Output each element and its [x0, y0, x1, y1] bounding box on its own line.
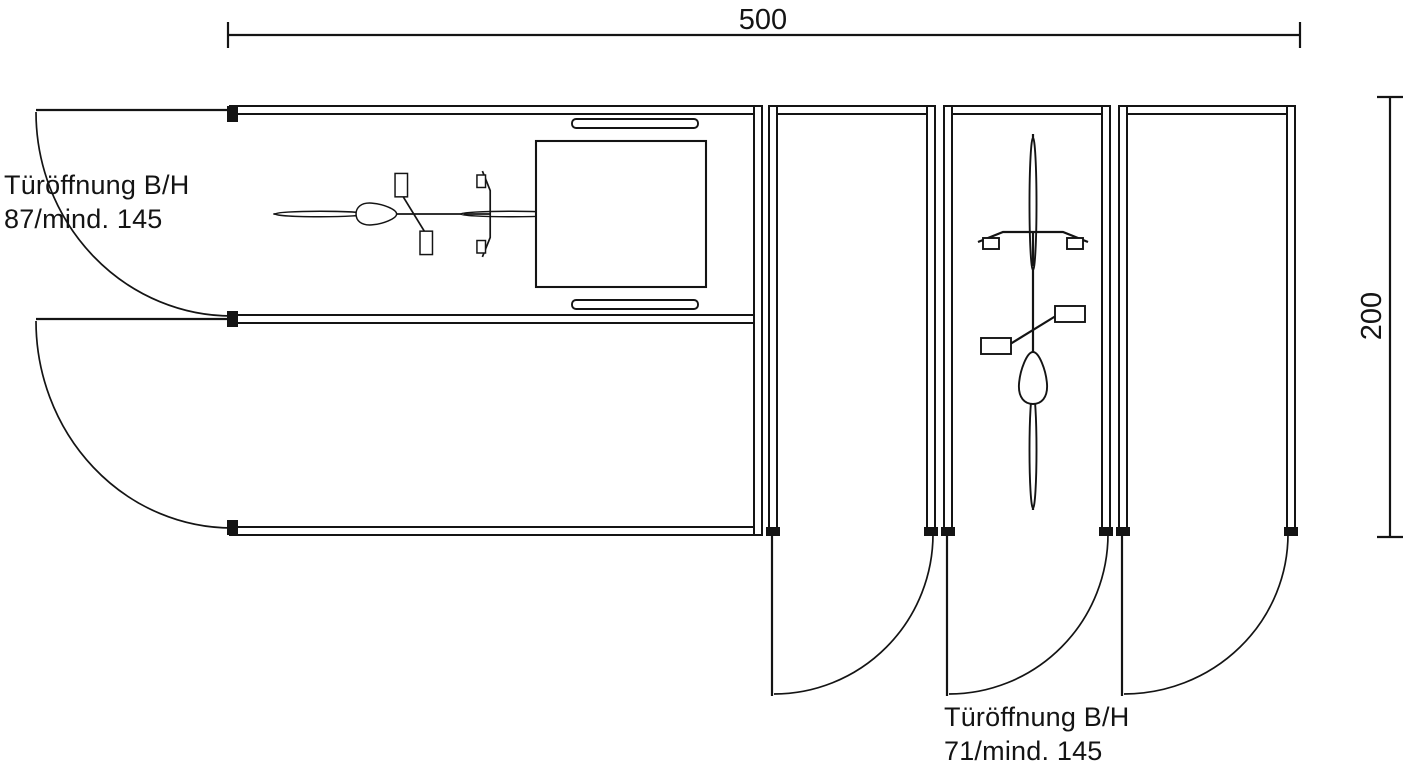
bike-trailer-icon — [534, 118, 708, 310]
door-swing-left-bottom — [35, 317, 233, 529]
dimension-depth-line — [1377, 95, 1403, 539]
left-door-annotation-line1: Türöffnung B/H — [4, 170, 190, 200]
bicycle-icon-vertical — [976, 132, 1090, 512]
compartment-1-walls — [766, 105, 938, 536]
dimension-label-width: 500 — [738, 4, 788, 36]
compartment-2-walls — [941, 105, 1113, 536]
bottom-door-annotation: Türöffnung B/H 71/mind. 145 — [944, 700, 1129, 768]
left-door-annotation-line2: 87/mind. 145 — [4, 204, 163, 234]
door-swing-bottom-2 — [945, 533, 1109, 696]
door-swing-bottom-3 — [1120, 533, 1289, 696]
left-door-annotation: Türöffnung B/H 87/mind. 145 — [4, 168, 189, 236]
door-swing-bottom-1 — [770, 533, 934, 696]
door-swing-left-top — [35, 108, 233, 317]
bottom-door-annotation-line1: Türöffnung B/H — [944, 702, 1130, 732]
storage-unit-left-walls — [227, 105, 763, 536]
dimension-label-depth: 200 — [1356, 291, 1388, 341]
dimension-width-line — [226, 22, 1302, 48]
bottom-door-annotation-line2: 71/mind. 145 — [944, 736, 1103, 766]
compartment-3-walls — [1116, 105, 1298, 536]
bicycle-icon-horizontal — [272, 170, 568, 258]
